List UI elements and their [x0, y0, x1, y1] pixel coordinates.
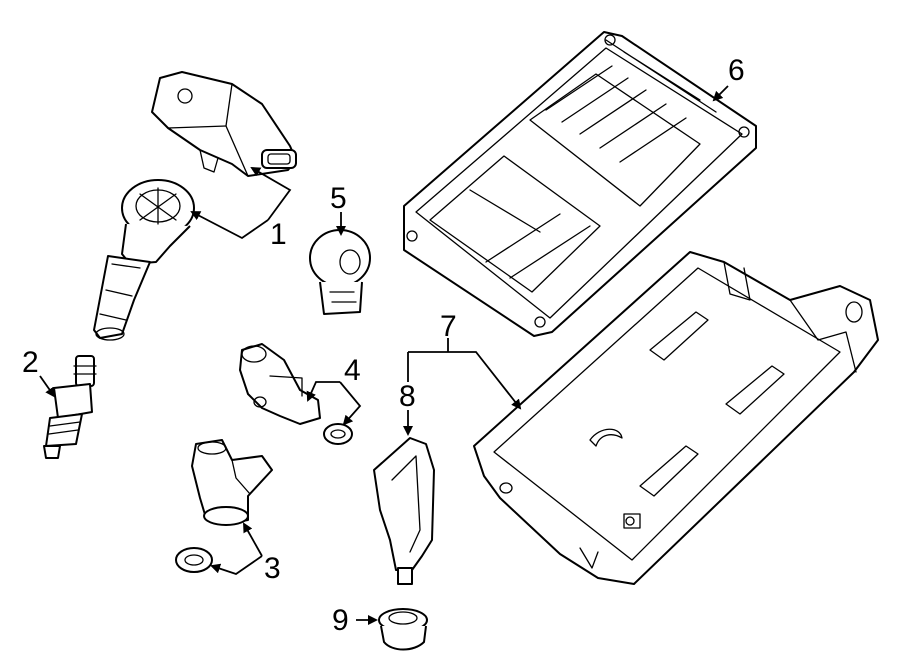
- leader-lines: [39, 85, 729, 625]
- callout-1: 1: [270, 218, 287, 251]
- camshaft-sensor-part: [175, 439, 273, 573]
- callout-9: 9: [332, 604, 349, 637]
- grommet-part: [378, 608, 428, 651]
- callout-6: 6: [728, 54, 745, 87]
- callout-3: 3: [264, 552, 281, 585]
- coil-connector-part: [151, 71, 297, 177]
- ecm-part: [403, 31, 757, 337]
- callout-5: 5: [330, 182, 347, 215]
- bracket-part: [373, 437, 435, 585]
- ecm-tray-part: [473, 251, 879, 585]
- callout-2: 2: [22, 346, 39, 379]
- callout-8: 8: [399, 380, 416, 413]
- spark-plug-part: [43, 355, 97, 459]
- callout-4: 4: [344, 354, 361, 387]
- callout-7: 7: [440, 310, 457, 343]
- ignition-coil-part: [93, 179, 195, 341]
- knock-sensor-part: [309, 229, 371, 315]
- crankshaft-sensor-part: [239, 343, 353, 445]
